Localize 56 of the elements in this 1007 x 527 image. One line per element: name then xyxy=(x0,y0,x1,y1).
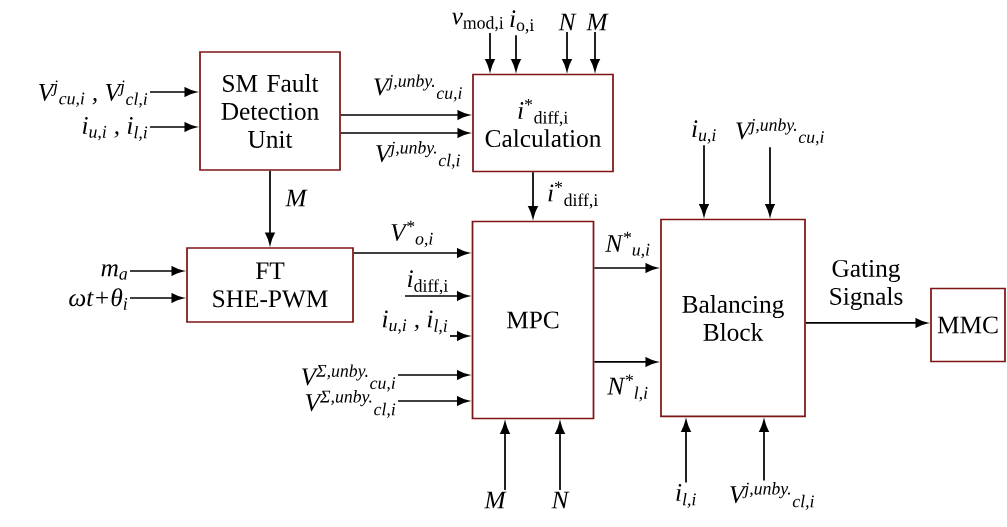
signal-label: V$^{j,unby.}$cl,i xyxy=(730,482,814,510)
arrow xyxy=(681,420,691,484)
edge-label: V$^{*}$o,i xyxy=(391,220,433,248)
arrow xyxy=(149,87,197,97)
arrow xyxy=(562,31,572,71)
block-box: Balancing Block xyxy=(660,218,806,418)
block-box: FT SHE-PWM xyxy=(186,247,354,323)
arrow xyxy=(340,128,470,138)
signal-label: i$_{diff,i}$ xyxy=(408,270,448,295)
signal-label: i$_{o,i}$ xyxy=(510,10,534,34)
arrow xyxy=(590,31,600,71)
signal-label: N xyxy=(558,13,577,31)
signal-label: M xyxy=(586,13,609,31)
arrow xyxy=(528,171,538,218)
signal-label: M xyxy=(484,491,507,509)
block-box: MMC xyxy=(930,287,1006,363)
signal-label: i$_{u,i}$ , i$_{l,i}$ xyxy=(382,310,448,335)
edge-label: N$^{*}$l,i xyxy=(607,374,648,402)
arrow xyxy=(765,146,775,216)
arrow xyxy=(353,248,469,258)
edge-label: i$^{*}$diff,i xyxy=(548,181,598,209)
arrow xyxy=(555,422,565,491)
arrow xyxy=(485,32,495,71)
signal-label: N xyxy=(551,491,570,509)
block-box: SM Fault Detection Unit xyxy=(199,51,341,171)
arrow xyxy=(129,293,184,303)
edge-label: M xyxy=(285,189,308,207)
edge-label: V$^{j,unby.}$cl,i xyxy=(376,141,460,169)
arrow xyxy=(500,422,510,491)
arrow xyxy=(129,266,184,276)
signal-label: i$_{u,i}$ xyxy=(692,120,716,144)
arrow xyxy=(593,263,658,273)
arrow xyxy=(699,144,709,216)
signal-label: ωt+θ$_{i}$ xyxy=(69,288,128,310)
signal-label: v$_{mod,i}$ xyxy=(451,12,504,32)
edge-label: N$^{*}$u,i xyxy=(605,231,650,259)
arrow xyxy=(449,331,469,341)
arrow xyxy=(397,396,469,406)
arrow xyxy=(340,110,470,120)
arrow xyxy=(404,291,469,301)
arrow xyxy=(593,357,658,367)
signal-label: i$_{l,i}$ xyxy=(676,484,696,508)
arrow xyxy=(149,122,197,132)
edge-label: V$^{j,unby.}$cu,i xyxy=(374,74,462,102)
signal-label: V$^{j}$$_{cu,i}$ , V$^{j}$cl,i xyxy=(39,80,148,108)
signal-label: m$_{a}$ xyxy=(101,264,128,280)
signal-label: V$^{j,unby.}$cu,i xyxy=(736,118,824,146)
block-box: i$^{*}$diff,i Calculation xyxy=(472,73,614,173)
arrow xyxy=(265,170,275,245)
arrow xyxy=(511,34,521,71)
arrow xyxy=(805,318,928,328)
arrow xyxy=(397,370,469,380)
signal-label: i$_{u,i}$ , i$_{l,i}$ xyxy=(82,117,148,141)
block-box: MPC xyxy=(471,220,595,420)
arrow xyxy=(759,420,769,482)
edge-label: Gating Signals xyxy=(830,259,903,311)
